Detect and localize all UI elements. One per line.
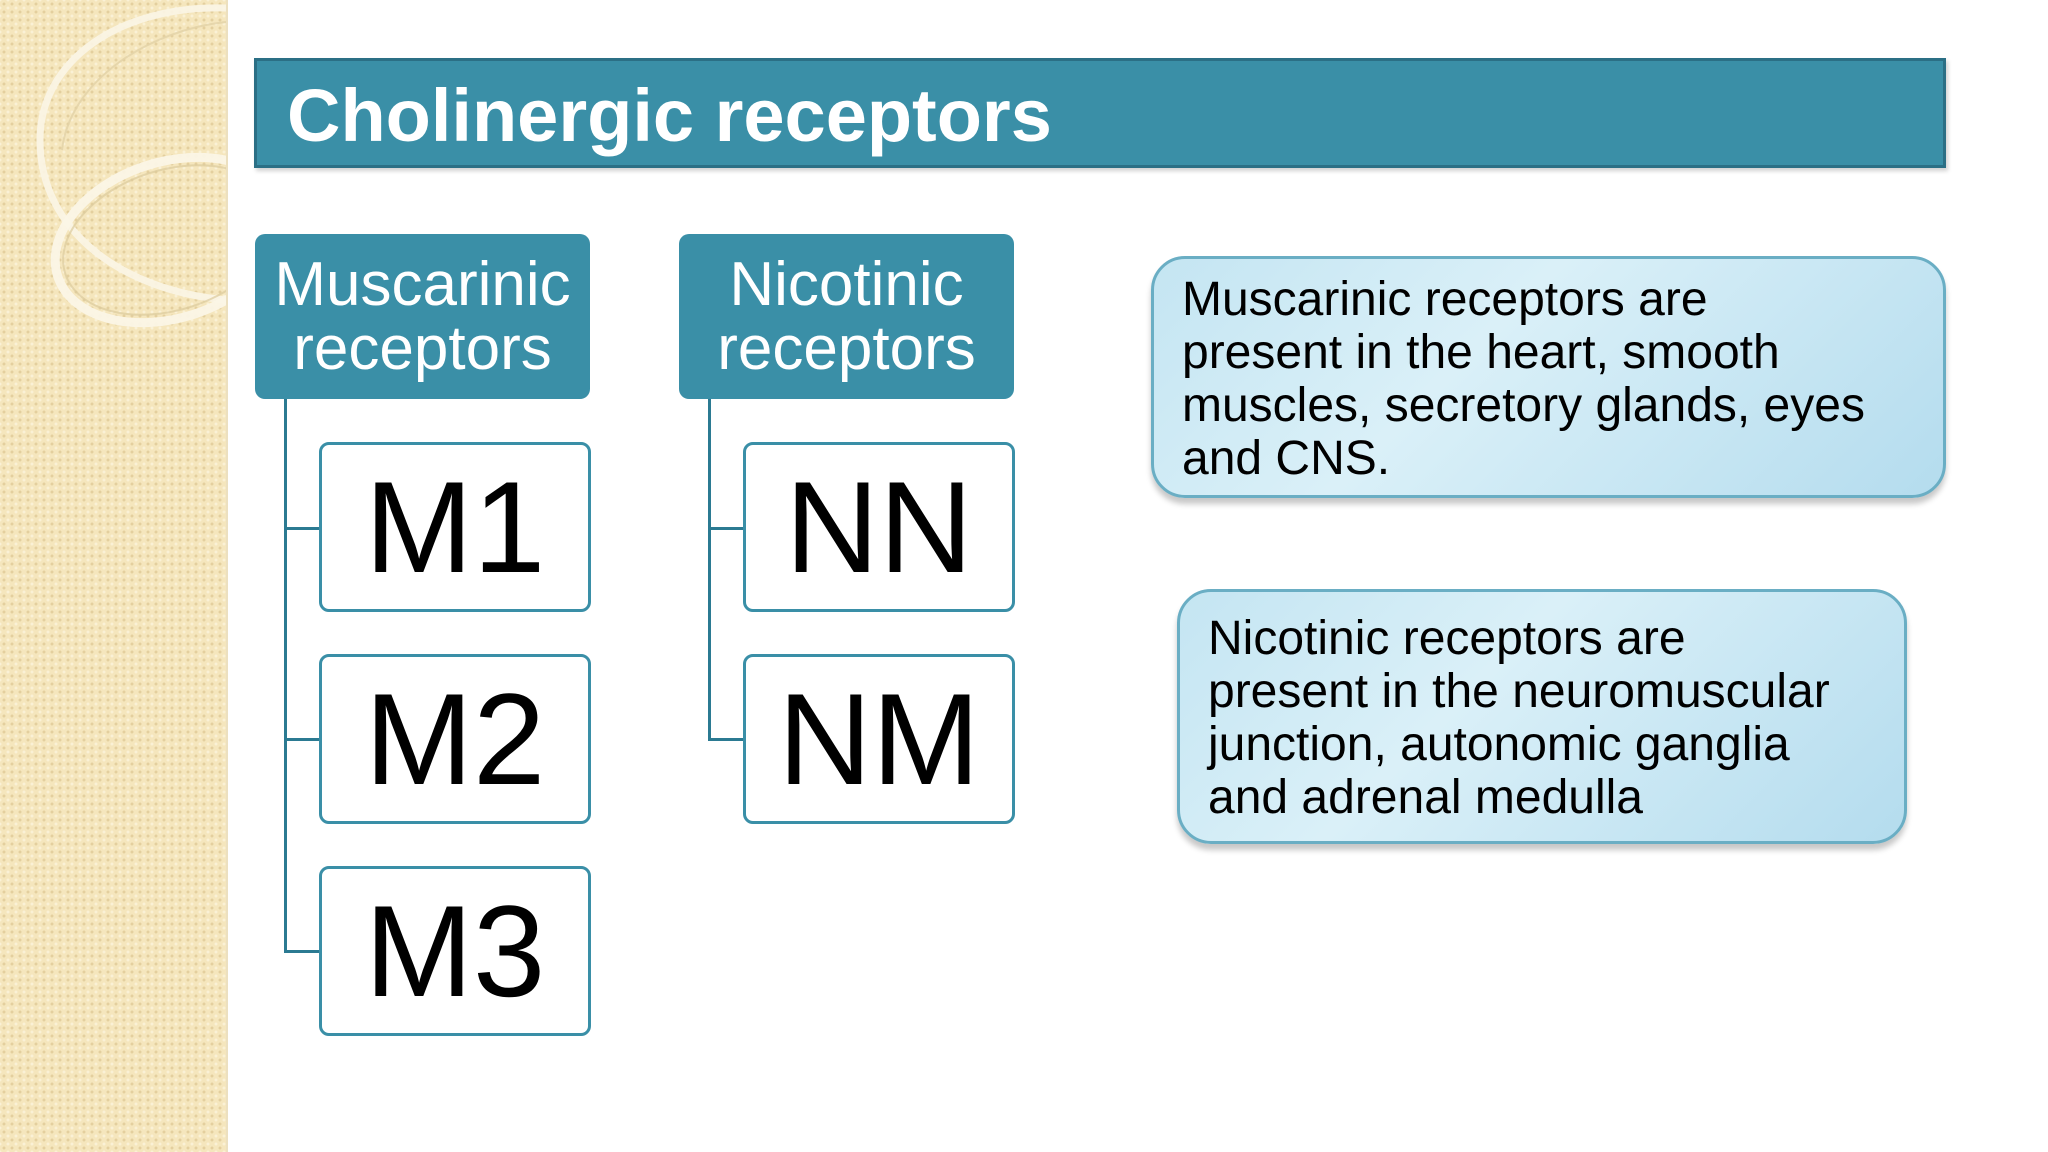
nicotinic-note-text: Nicotinic receptors are present in the n… [1208,612,1830,824]
muscarinic-note-text: Muscarinic receptors are present in the … [1182,273,1865,485]
muscarinic-connector-vertical [284,399,287,953]
muscarinic-header: Muscarinic receptors [255,234,590,399]
nicotinic-connector-nm [708,738,745,741]
muscarinic-note: Muscarinic receptors are present in the … [1151,256,1946,498]
muscarinic-header-line2: receptors [293,313,552,383]
receptor-box-m3: M3 [319,866,591,1036]
decorative-rings [36,4,226,328]
title-bar: Cholinergic receptors [254,58,1946,168]
muscarinic-connector-m3 [284,950,321,953]
receptor-box-nm: NM [743,654,1015,824]
nicotinic-note: Nicotinic receptors are present in the n… [1177,589,1907,844]
nicotinic-connector-nn [708,527,745,530]
muscarinic-connector-m1 [284,527,321,530]
receptor-box-m2: M2 [319,654,591,824]
decorative-side-panel [0,0,228,1152]
receptor-box-m1: M1 [319,442,591,612]
nicotinic-header-line1: Nicotinic [729,249,964,319]
nicotinic-header-line2: receptors [717,313,976,383]
muscarinic-header-line1: Muscarinic [274,249,571,319]
receptor-box-nn: NN [743,442,1015,612]
muscarinic-connector-m2 [284,738,321,741]
nicotinic-header: Nicotinic receptors [679,234,1014,399]
slide-title: Cholinergic receptors [287,74,1052,157]
nicotinic-connector-vertical [708,399,711,741]
